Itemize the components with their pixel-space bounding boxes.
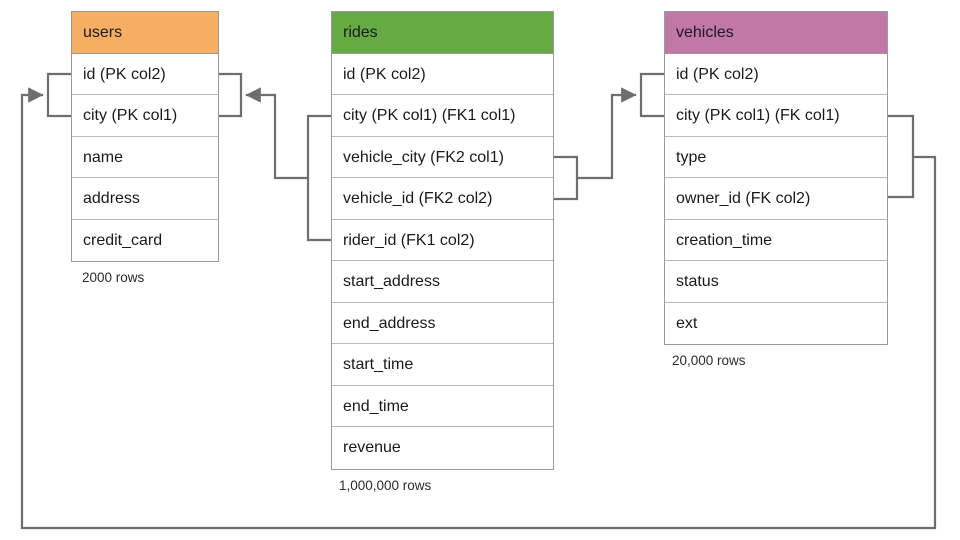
field-rides-rider-id[interactable]: rider_id (FK1 col2) bbox=[332, 219, 553, 261]
connector-users-right-bracket bbox=[217, 72, 243, 118]
field-rides-end-time[interactable]: end_time bbox=[332, 385, 553, 427]
field-users-address[interactable]: address bbox=[72, 178, 218, 220]
field-users-id[interactable]: id (PK col2) bbox=[72, 53, 218, 95]
entity-users[interactable]: users id (PK col2) city (PK col1) name a… bbox=[71, 11, 219, 262]
field-rides-city[interactable]: city (PK col1) (FK1 col1) bbox=[332, 95, 553, 137]
row-count-users: 2000 rows bbox=[82, 270, 145, 285]
entity-users-title: users bbox=[72, 12, 218, 54]
connector-rides-to-vehicles bbox=[575, 87, 637, 180]
connector-rides-to-users bbox=[245, 87, 310, 180]
field-vehicles-type[interactable]: type bbox=[665, 136, 887, 178]
field-rides-vehicle-id[interactable]: vehicle_id (FK2 col2) bbox=[332, 178, 553, 220]
connector-users-left-bracket bbox=[46, 72, 73, 118]
field-vehicles-ext[interactable]: ext bbox=[665, 302, 887, 344]
field-vehicles-creation-time[interactable]: creation_time bbox=[665, 219, 887, 261]
field-rides-start-time[interactable]: start_time bbox=[332, 344, 553, 386]
field-rides-end-address[interactable]: end_address bbox=[332, 302, 553, 344]
field-vehicles-city[interactable]: city (PK col1) (FK col1) bbox=[665, 95, 887, 137]
connector-vehicles-right-bracket bbox=[886, 114, 915, 199]
field-vehicles-id[interactable]: id (PK col2) bbox=[665, 53, 887, 95]
field-rides-start-address[interactable]: start_address bbox=[332, 261, 553, 303]
entity-vehicles[interactable]: vehicles id (PK col2) city (PK col1) (FK… bbox=[664, 11, 888, 345]
connector-rides-fk2-bracket bbox=[552, 155, 579, 201]
entity-rides[interactable]: rides id (PK col2) city (PK col1) (FK1 c… bbox=[331, 11, 554, 470]
field-rides-vehicle-city[interactable]: vehicle_city (FK2 col1) bbox=[332, 136, 553, 178]
field-rides-revenue[interactable]: revenue bbox=[332, 427, 553, 469]
field-users-credit-card[interactable]: credit_card bbox=[72, 219, 218, 261]
field-rides-id[interactable]: id (PK col2) bbox=[332, 53, 553, 95]
connector-rides-fk1-bracket bbox=[306, 114, 333, 242]
row-count-rides: 1,000,000 rows bbox=[339, 478, 432, 493]
connector-vehicles-left-bracket bbox=[639, 72, 666, 118]
field-users-name[interactable]: name bbox=[72, 136, 218, 178]
row-count-vehicles: 20,000 rows bbox=[672, 353, 746, 368]
entity-vehicles-title: vehicles bbox=[665, 12, 887, 54]
entity-rides-title: rides bbox=[332, 12, 553, 54]
field-users-city[interactable]: city (PK col1) bbox=[72, 95, 218, 137]
field-vehicles-status[interactable]: status bbox=[665, 261, 887, 303]
field-vehicles-owner-id[interactable]: owner_id (FK col2) bbox=[665, 178, 887, 220]
